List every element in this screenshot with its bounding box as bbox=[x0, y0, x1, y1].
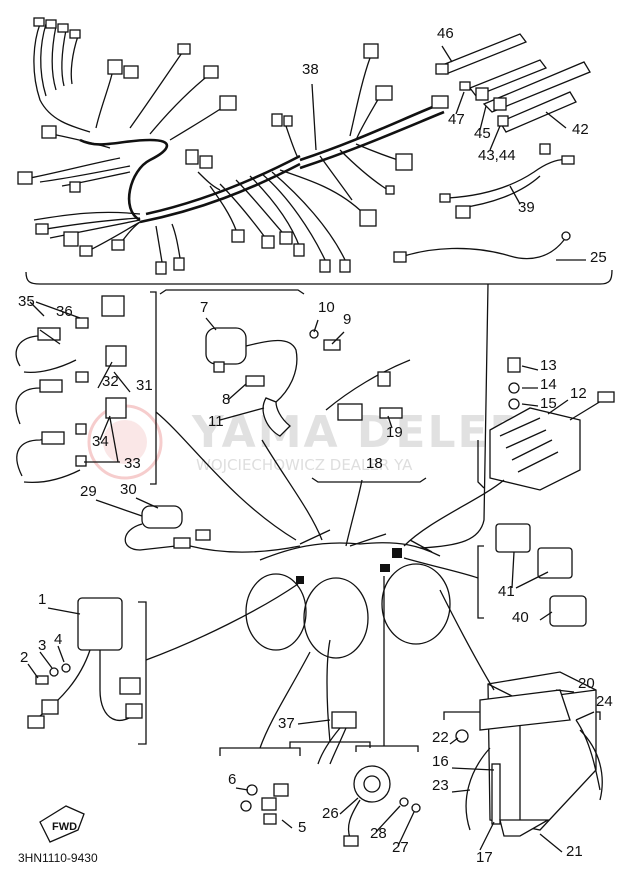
callout-c27: 27 bbox=[392, 839, 409, 856]
callout-c29: 29 bbox=[80, 483, 97, 500]
sub-lead-39 bbox=[439, 143, 575, 219]
callout-c25: 25 bbox=[590, 249, 607, 266]
cable-ties bbox=[435, 33, 591, 151]
rectifier-group bbox=[403, 357, 615, 547]
callout-c6: 6 bbox=[228, 771, 236, 788]
callout-c11: 11 bbox=[208, 413, 224, 430]
callout-c24: 24 bbox=[596, 693, 613, 710]
callout-c12: 12 bbox=[570, 385, 587, 402]
diagram-code: 3HN1110-9430 bbox=[18, 851, 98, 865]
callout-c34: 34 bbox=[92, 433, 109, 450]
callout-c39: 39 bbox=[518, 199, 535, 216]
callout-c45: 45 bbox=[474, 125, 491, 142]
callout-c5: 5 bbox=[298, 819, 306, 836]
sensor-leads bbox=[15, 291, 297, 541]
callout-c7: 7 bbox=[200, 299, 208, 316]
callout-c35: 35 bbox=[18, 293, 35, 310]
callout-c9: 9 bbox=[343, 311, 351, 328]
callout-c36: 36 bbox=[56, 303, 73, 320]
frame-outline bbox=[245, 529, 451, 659]
callout-c31: 31 bbox=[136, 377, 153, 394]
callout-c32: 32 bbox=[102, 373, 119, 390]
connector-covers bbox=[403, 523, 587, 627]
lead-37 bbox=[289, 639, 371, 765]
ignition-coil-group bbox=[159, 289, 345, 541]
callout-c37: 37 bbox=[278, 715, 295, 732]
lead-25 bbox=[393, 231, 586, 263]
callout-c20: 20 bbox=[578, 675, 595, 692]
callout-c16: 16 bbox=[432, 753, 449, 770]
callout-c42: 42 bbox=[572, 121, 589, 138]
watermark: YAMA DELER WOJCIECHOWICZ DEALER YA bbox=[87, 404, 523, 480]
callout-c26: 26 bbox=[322, 805, 339, 822]
top-section-bracket bbox=[25, 269, 613, 285]
fwd-label: FWD bbox=[52, 821, 77, 833]
callout-c19: 19 bbox=[386, 424, 403, 441]
callout-c13: 13 bbox=[540, 357, 557, 374]
callout-c47: 47 bbox=[448, 111, 465, 128]
callout-c43_44: 43,44 bbox=[478, 147, 516, 164]
callout-c15: 15 bbox=[540, 395, 557, 412]
callout-c23: 23 bbox=[432, 777, 449, 794]
callout-c18: 18 bbox=[366, 455, 383, 472]
callout-c8: 8 bbox=[222, 391, 230, 408]
pickup-group bbox=[311, 359, 427, 547]
cdi-unit-group bbox=[27, 583, 299, 745]
callout-c17: 17 bbox=[476, 849, 493, 866]
callout-c30: 30 bbox=[120, 481, 137, 498]
bolts-5-6 bbox=[219, 651, 311, 829]
callout-c21: 21 bbox=[566, 843, 583, 860]
sensor-29-30 bbox=[95, 497, 301, 553]
fwd-arrow: FWD bbox=[39, 805, 85, 843]
callout-c38: 38 bbox=[302, 61, 319, 78]
callout-c22: 22 bbox=[432, 729, 449, 746]
switch-group bbox=[339, 576, 421, 847]
callout-c28: 28 bbox=[370, 825, 387, 842]
callout-c3: 3 bbox=[38, 637, 46, 654]
main-wire-harness bbox=[17, 17, 449, 275]
callout-c33: 33 bbox=[124, 455, 141, 472]
callout-c14: 14 bbox=[540, 376, 557, 393]
callout-c41: 41 bbox=[498, 583, 515, 600]
watermark-secondary: WOJCIECHOWICZ DEALER YA bbox=[196, 456, 413, 474]
callout-c4: 4 bbox=[54, 631, 62, 648]
callout-c1: 1 bbox=[38, 591, 46, 608]
callout-c46: 46 bbox=[437, 25, 454, 42]
battery-group bbox=[439, 589, 603, 853]
callout-c10: 10 bbox=[318, 299, 335, 316]
callout-c40: 40 bbox=[512, 609, 529, 626]
callout-c2: 2 bbox=[20, 649, 28, 666]
